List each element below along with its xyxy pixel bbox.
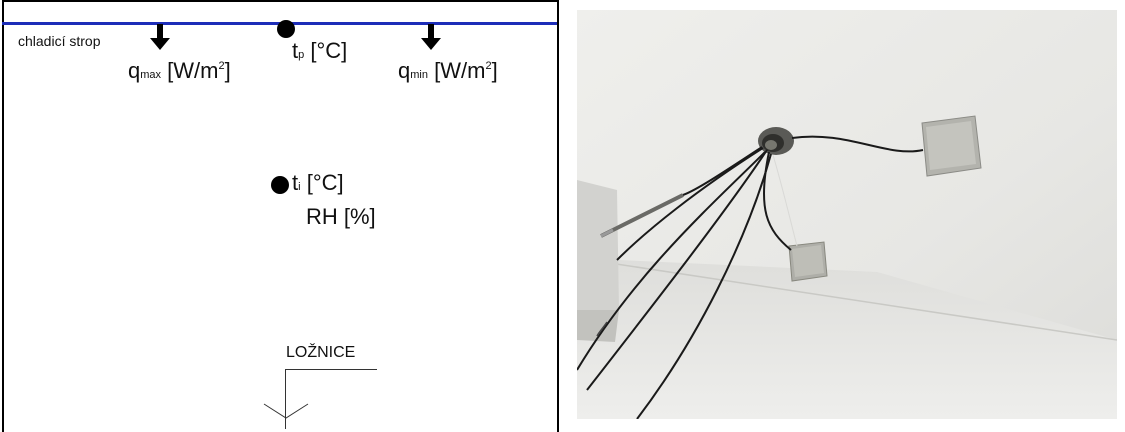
heat-flux-min-label: qmin [W/m2]: [398, 58, 498, 83]
surface-temperature-sensor-dot: [277, 20, 295, 38]
heat-flux-min-arrow-icon: [421, 24, 441, 54]
ceiling-sensor-diagram: chladicí strop qmax [W/m2] tp [°C] qmin …: [0, 0, 563, 432]
section-line-vertical: [285, 369, 286, 429]
indoor-temperature-label: ti [°C]: [292, 170, 344, 195]
ceiling-label: chladicí strop: [18, 33, 101, 49]
indoor-air-sensor-dot: [271, 176, 289, 194]
heat-flux-max-arrow-icon: [150, 24, 170, 54]
sensor-mount: [758, 127, 794, 155]
temperature-probe: [600, 193, 684, 238]
relative-humidity-label: RH [%]: [306, 204, 376, 229]
heat-flux-max-label: qmax [W/m2]: [128, 58, 231, 83]
sensor-cables: [577, 135, 924, 419]
section-line-horizontal: [285, 369, 377, 370]
room-frame: [2, 0, 559, 432]
room-label: LOŽNICE: [286, 344, 356, 361]
section-arrow-icon: [263, 403, 309, 419]
heat-flux-plate-small: [788, 241, 828, 282]
ceiling-sensor-photo: [577, 10, 1117, 419]
surface-temperature-label: tp [°C]: [292, 38, 348, 63]
heat-flux-plate-large: [921, 115, 982, 177]
